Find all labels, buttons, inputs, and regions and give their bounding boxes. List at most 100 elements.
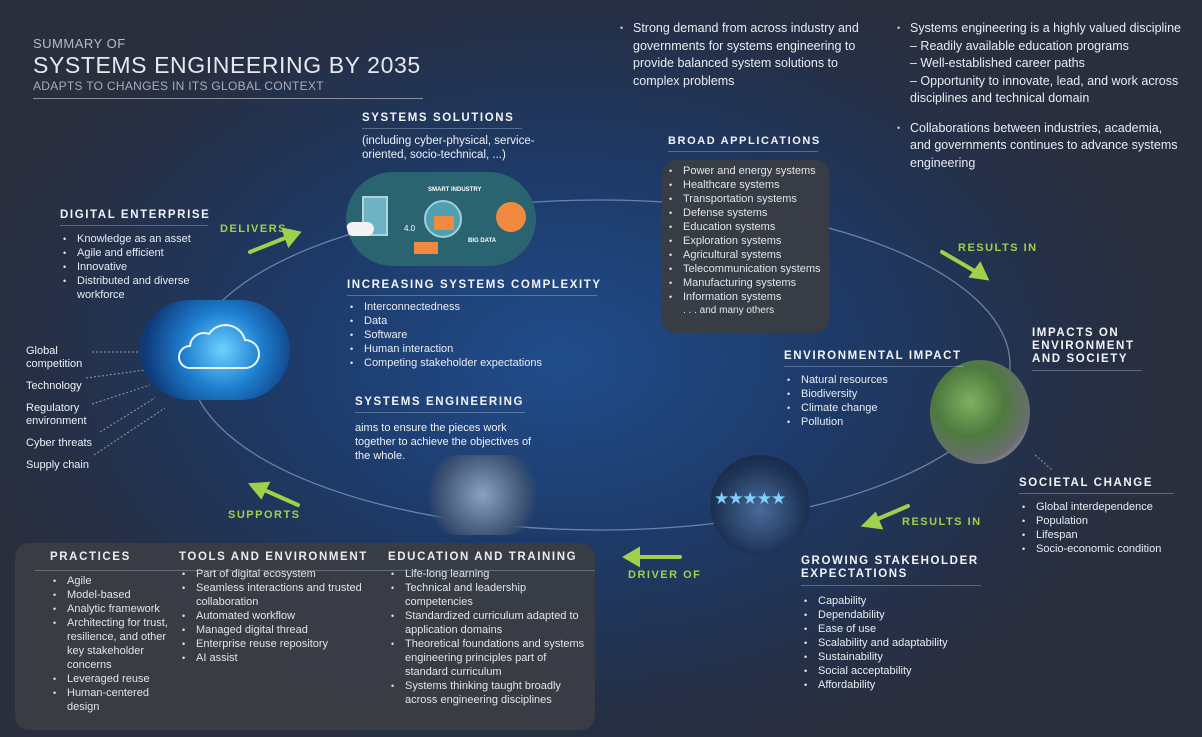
list-item: Agile and efficient (60, 246, 220, 260)
list-item: Architecting for trust, resilience, and … (50, 616, 180, 672)
panel-icon (362, 196, 388, 236)
page-title: SYSTEMS ENGINEERING BY 2035 (33, 52, 421, 78)
practices: PRACTICES AgileModel-basedAnalytic frame… (50, 551, 180, 714)
sub-item: – Well-established career paths (910, 56, 1085, 70)
list-item: Part of digital ecosystem (179, 567, 384, 581)
hand-icon (346, 222, 374, 236)
section-heading: ENVIRONMENTAL IMPACT (784, 350, 964, 367)
context-factor: Global competition (26, 345, 83, 370)
systems-engineering: SYSTEMS ENGINEERING aims to ensure the p… (355, 396, 540, 463)
delivers-label: DELIVERS (220, 223, 288, 235)
practices-list: AgileModel-basedAnalytic frameworkArchit… (50, 574, 180, 714)
list-item: Sustainability (801, 650, 981, 664)
section-heading: EDUCATION AND TRAINING (388, 551, 578, 563)
section-heading: BROAD APPLICATIONS (668, 135, 819, 152)
top-middle-list: Strong demand from across industry and g… (620, 20, 885, 90)
societal-change: SOCIETAL CHANGE Global interdependencePo… (1019, 477, 1174, 556)
context-factor: Regulatory environment (26, 402, 87, 427)
impacts-heading: IMPACTS ON ENVIRONMENT AND SOCIETY (1032, 327, 1142, 371)
list-item: Dependability (801, 608, 981, 622)
section-heading: SYSTEMS SOLUTIONS (362, 112, 522, 129)
societal-list: Global interdependencePopulationLifespan… (1019, 500, 1174, 556)
list-item: Global interdependence (1019, 500, 1174, 514)
supports-arrow (260, 487, 300, 507)
stakeholder-expectations: GROWING STAKEHOLDER EXPECTATIONS Capabil… (801, 555, 981, 692)
results-in-arrow-2 (871, 504, 910, 523)
context-factor: Cyber threats (26, 437, 93, 449)
list-item: Biodiversity (784, 387, 964, 401)
list-item: Capability (801, 594, 981, 608)
environmental-impact: ENVIRONMENTAL IMPACT Natural resourcesBi… (784, 350, 964, 429)
list-item: Enterprise reuse repository (179, 637, 384, 651)
list-item: Agile (50, 574, 180, 588)
list-item: Systems engineering is a highly valued d… (897, 20, 1182, 108)
stakeholder-list: CapabilityDependabilityEase of useScalab… (801, 594, 981, 692)
driver-of-label: DRIVER OF (628, 569, 702, 581)
section-heading: INCREASING SYSTEMS COMPLEXITY (347, 279, 600, 296)
list-item: Healthcare systems (666, 178, 823, 192)
list-item: Climate change (784, 401, 964, 415)
list-item: Education systems (666, 220, 823, 234)
list-item: Leveraged reuse (50, 672, 180, 686)
illustration-label: 4.0 (404, 224, 416, 233)
delivers-arrow (248, 234, 292, 254)
list-item: Systems thinking taught broadly across e… (388, 679, 588, 707)
list-item: Ease of use (801, 622, 981, 636)
education-list: Life-long learningTechnical and leadersh… (388, 567, 588, 707)
section-heading: GROWING STAKEHOLDER EXPECTATIONS (801, 555, 981, 586)
tools-list: Part of digital ecosystemSeamless intera… (179, 567, 384, 665)
list-item: Lifespan (1019, 528, 1174, 542)
list-tail: . . . and many others (683, 305, 775, 316)
list-item: Pollution (784, 415, 964, 429)
list-item: Social acceptability (801, 664, 981, 678)
section-heading: DIGITAL ENTERPRISE (60, 209, 209, 226)
list-item: Interconnectedness (347, 300, 597, 314)
truck-icon (414, 242, 438, 254)
sub-item: – Opportunity to innovate, lead, and wor… (910, 73, 1179, 106)
section-text: aims to ensure the pieces work together … (355, 422, 532, 462)
list-item: Affordability (801, 678, 981, 692)
section-heading: PRACTICES (50, 551, 131, 563)
star-rating-icon: ★★★★★ (714, 489, 786, 508)
list-item: Transportation systems (666, 192, 823, 206)
title-divider (33, 98, 423, 99)
title-subtitle: ADAPTS TO CHANGES IN ITS GLOBAL CONTEXT (33, 79, 324, 93)
cloud-illustration (140, 300, 290, 400)
factory-icon (424, 200, 462, 238)
results-in-label: RESULTS IN (958, 242, 1038, 254)
list-item: Life-long learning (388, 567, 588, 581)
list-item: Scalability and adaptability (801, 636, 981, 650)
list-item: Strong demand from across industry and g… (620, 20, 885, 90)
list-item: Managed digital thread (179, 623, 384, 637)
title-block: SUMMARY OF SYSTEMS ENGINEERING BY 2035 A… (33, 36, 423, 99)
education-training: EDUCATION AND TRAINING Life-long learnin… (388, 551, 588, 707)
worker-icon (496, 202, 526, 232)
list-item: Information systems (666, 290, 823, 304)
context-factor: Supply chain (26, 459, 89, 471)
supports-label: SUPPORTS (228, 509, 301, 521)
list-item: Socio-economic condition (1019, 542, 1174, 556)
list-item: Population (1019, 514, 1174, 528)
list-item: Telecommunication systems (666, 262, 823, 276)
bottom-panel: PRACTICES AgileModel-basedAnalytic frame… (15, 543, 595, 730)
list-item: Manufacturing systems (666, 276, 823, 290)
illustration-label: SMART INDUSTRY (428, 187, 482, 193)
tools-environment: TOOLS AND ENVIRONMENT Part of digital ec… (179, 551, 384, 665)
digital-enterprise: DIGITAL ENTERPRISE Knowledge as an asset… (60, 209, 220, 302)
list-item: Automated workflow (179, 609, 384, 623)
title-pre: SUMMARY OF (33, 36, 126, 51)
environmental-list: Natural resourcesBiodiversityClimate cha… (784, 373, 964, 429)
broad-applications: BROAD APPLICATIONS (668, 135, 819, 152)
list-item: Standardized curriculum adapted to appli… (388, 609, 588, 637)
list-item: Human-centered design (50, 686, 180, 714)
list-item: Analytic framework (50, 602, 180, 616)
list-item: Collaborations between industries, acade… (897, 120, 1182, 173)
smart-industry-illustration: SMART INDUSTRY 4.0 BIG DATA (346, 172, 536, 266)
list-item: Distributed and diverse workforce (60, 274, 220, 302)
list-item: Software (347, 328, 597, 342)
systems-solutions: SYSTEMS SOLUTIONS (including cyber-physi… (362, 112, 562, 162)
illustration-label: BIG DATA (468, 238, 497, 244)
list-item: Agricultural systems (666, 248, 823, 262)
list-item: Natural resources (784, 373, 964, 387)
